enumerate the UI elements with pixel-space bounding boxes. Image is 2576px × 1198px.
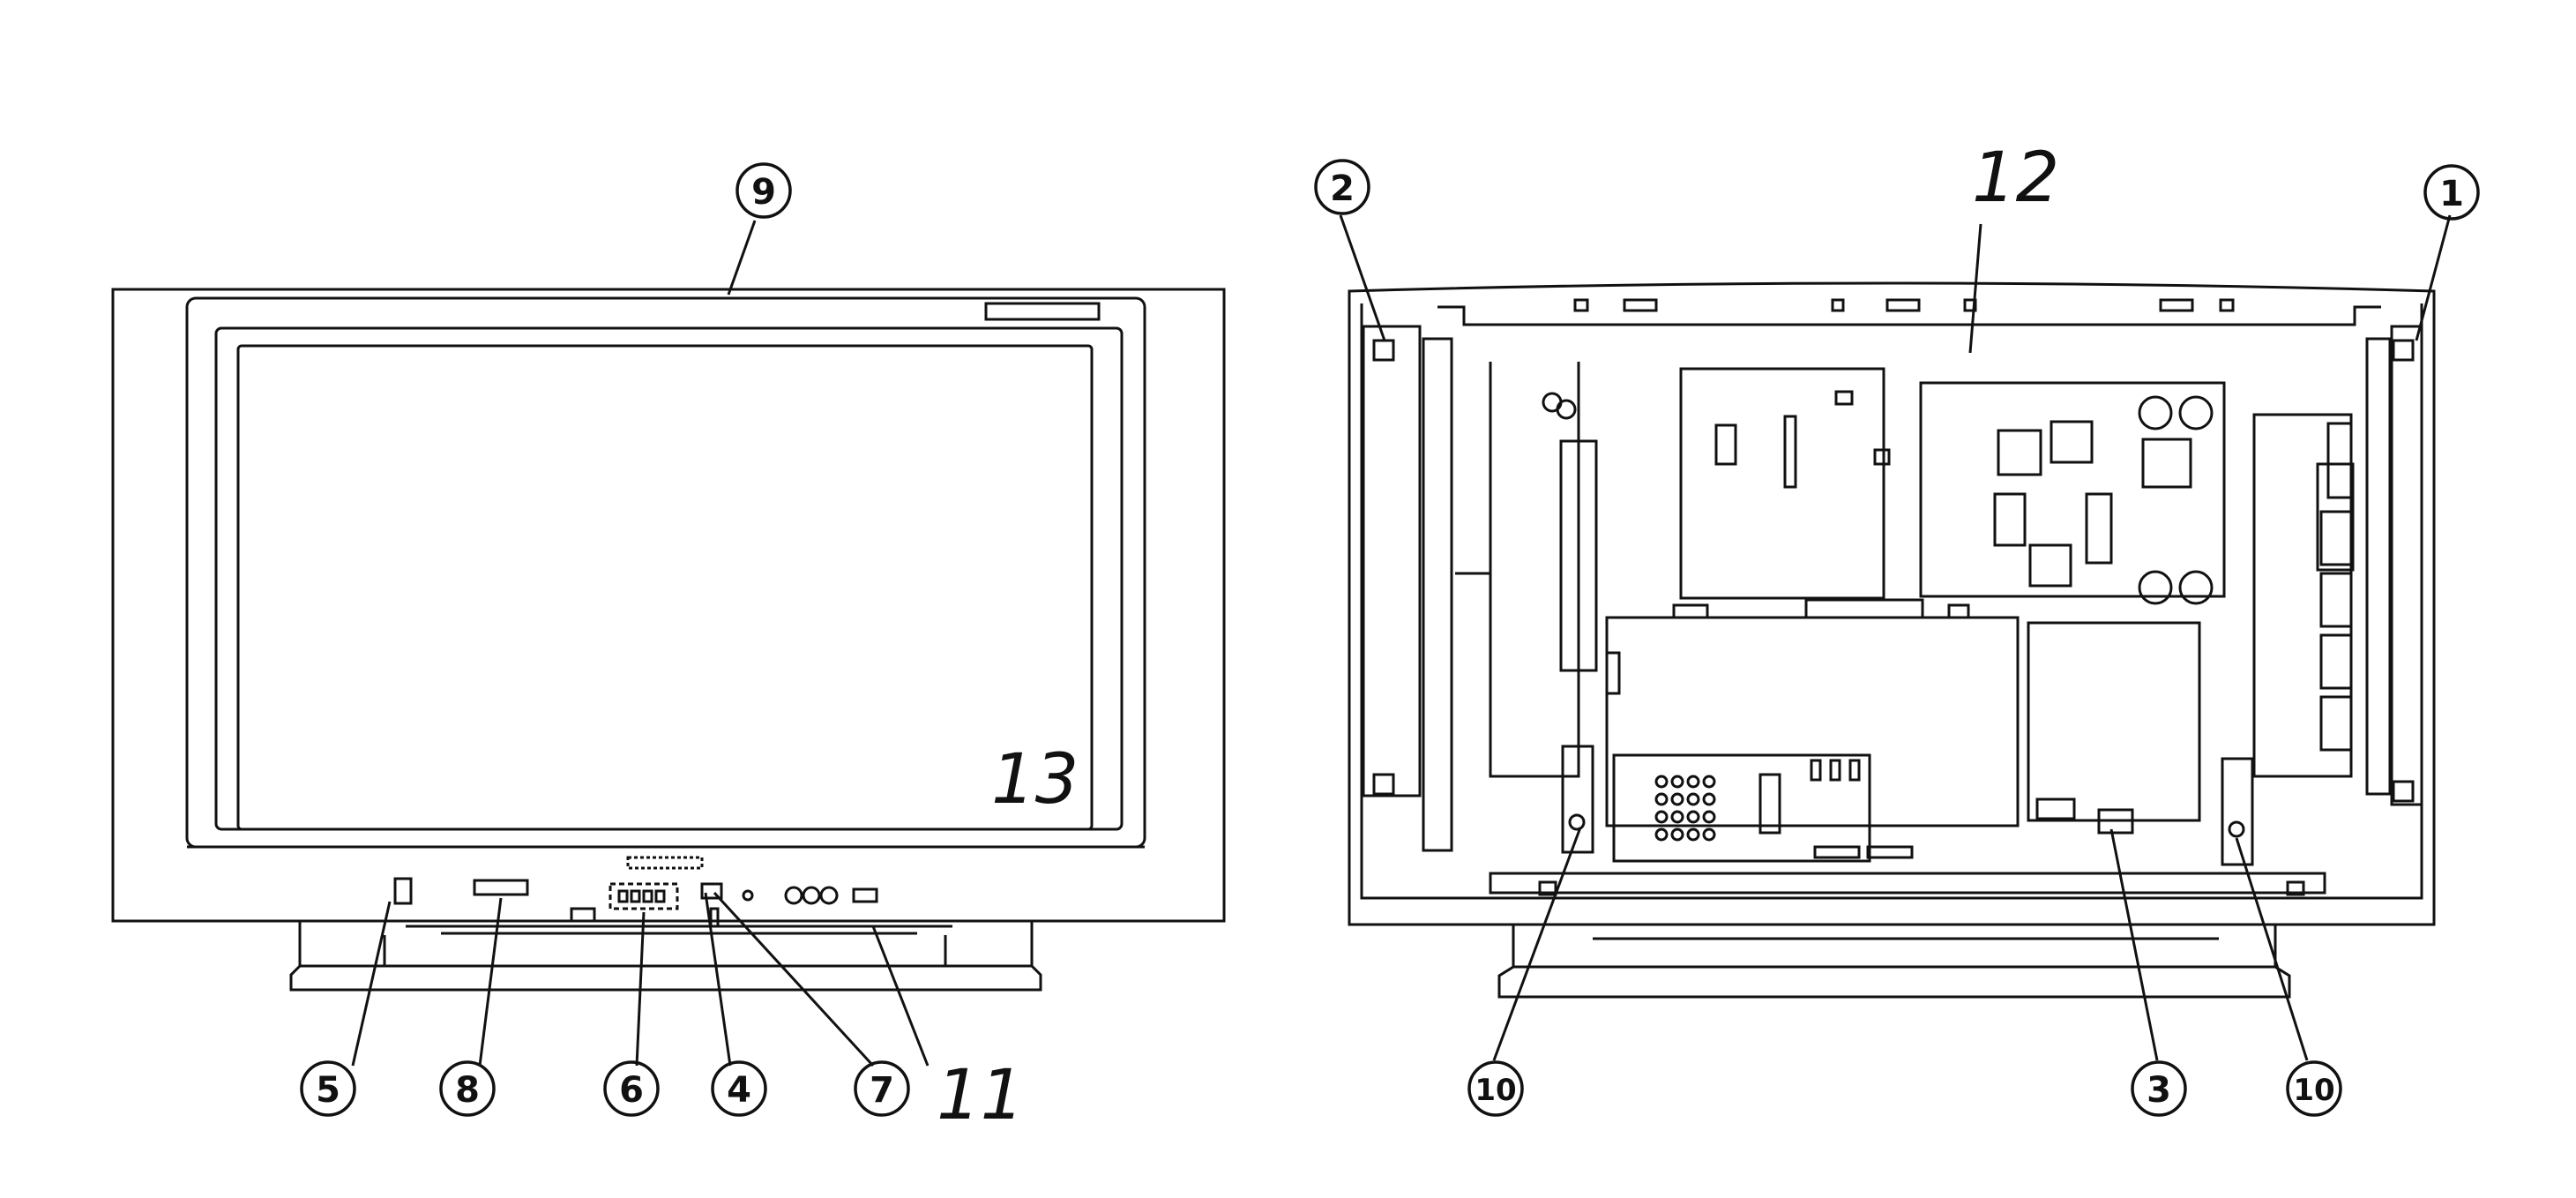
left-hinge (1561, 745, 1594, 854)
cap-2 (1556, 399, 1577, 420)
top-bracket-2 (1623, 298, 1658, 312)
keypad-board (1612, 753, 1871, 863)
power-board (1605, 616, 2020, 827)
screen-glass (236, 344, 1094, 831)
side-connector-rail (2252, 413, 2353, 778)
top-bracket-7 (2219, 298, 2235, 312)
front-stand (289, 921, 1042, 992)
leader-lines (351, 214, 2452, 1067)
control-buttons-group (609, 882, 679, 910)
rear-view (1348, 281, 2436, 999)
av-jack-1 (742, 889, 754, 902)
front-terminal-block (626, 856, 704, 870)
callout-10-left: 10 (1475, 1073, 1516, 1108)
left-speaker-mount (1422, 337, 1453, 852)
handwritten-11: 11 (937, 1056, 1024, 1135)
callout-9: 9 (751, 172, 776, 213)
front-view (111, 288, 1226, 992)
inner-frame (1489, 362, 1580, 778)
button-b (630, 889, 641, 903)
handwritten-12: 12 (1972, 139, 2059, 218)
digital-board (1919, 381, 2226, 598)
side-lamp (709, 907, 720, 928)
callout-2: 2 (1330, 168, 1355, 209)
callout-circles (300, 159, 2480, 1117)
top-bracket-3 (1831, 298, 1845, 312)
rear-stand (1497, 925, 2291, 999)
callout-7: 7 (870, 1070, 894, 1111)
logo-plate (984, 302, 1101, 321)
rear-cabinet (1348, 281, 2436, 926)
main-board-12 (1679, 367, 1885, 600)
left-speaker (1362, 325, 1422, 797)
callout-10-right: 10 (2293, 1073, 2334, 1108)
top-bracket-5 (1963, 298, 1977, 312)
callout-5: 5 (316, 1070, 340, 1111)
bottom-rail (1489, 872, 2326, 895)
button-a (617, 889, 629, 903)
ir-receiver (570, 907, 596, 923)
power-button (393, 877, 413, 905)
callout-6: 6 (619, 1070, 644, 1111)
right-speaker (2390, 325, 2423, 806)
audio-board (2027, 621, 2201, 822)
av-jack-3 (802, 886, 821, 905)
keypad-grid (1654, 775, 1716, 842)
right-hinge (2221, 757, 2254, 866)
av-jack-4 (819, 886, 839, 905)
callout-4: 4 (727, 1070, 751, 1111)
top-bracket-6 (2159, 298, 2194, 312)
right-speaker-mount (2365, 337, 2392, 796)
callout-8: 8 (455, 1070, 480, 1111)
front-cabinet (111, 288, 1226, 923)
signal-board (1559, 439, 1598, 672)
callout-3: 3 (2147, 1070, 2171, 1111)
button-c (642, 889, 653, 903)
top-bracket-4 (1885, 298, 1921, 312)
top-bracket-1 (1573, 298, 1589, 312)
av-jack-2 (784, 886, 803, 905)
top-rail (1437, 305, 2381, 326)
screen-panel-frame (214, 326, 1124, 831)
callout-1: 1 (2439, 174, 2464, 214)
s-video-jack (852, 887, 878, 903)
handwritten-13: 13 (991, 740, 1079, 820)
indicator-lamp (700, 882, 723, 900)
sensor-window (473, 879, 529, 896)
button-d (654, 889, 666, 903)
